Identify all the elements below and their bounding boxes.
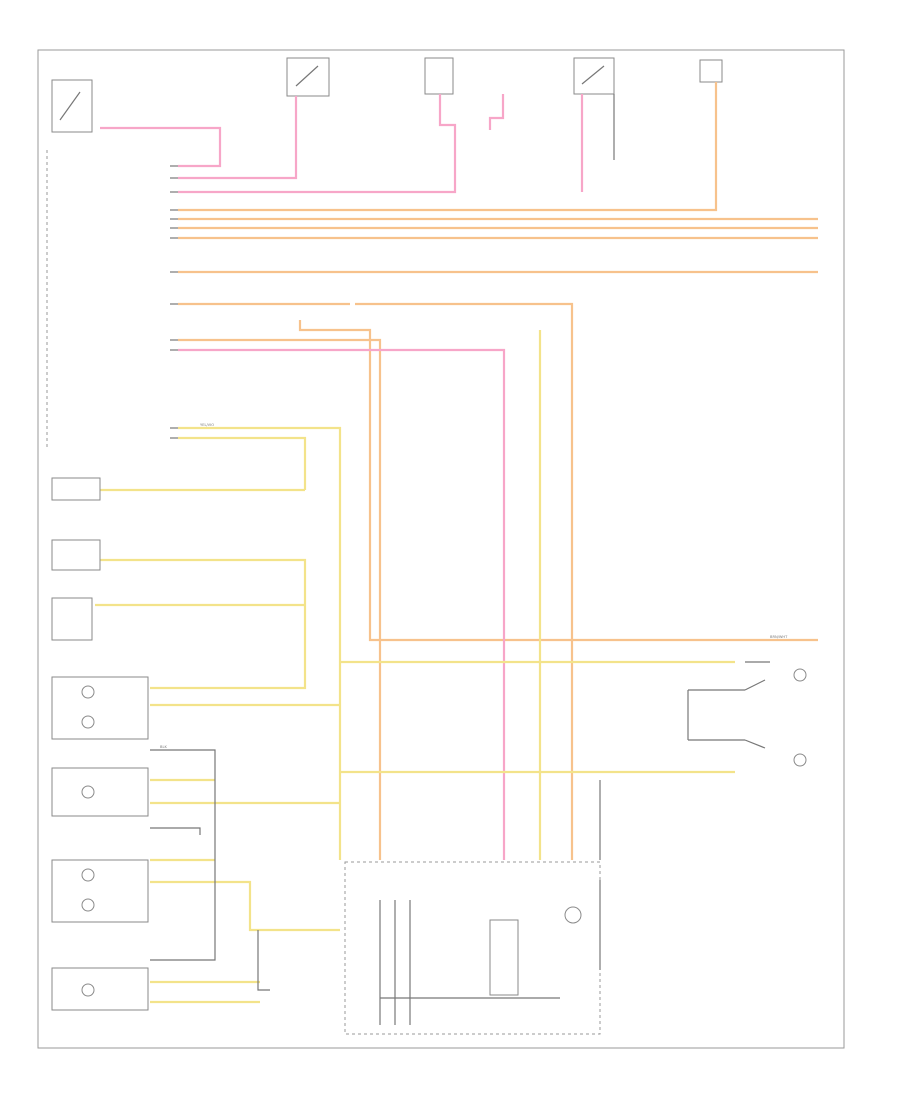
right-switch-1 xyxy=(745,661,807,682)
lamp-2 xyxy=(51,539,101,571)
wire-pink-top-4 xyxy=(488,94,505,130)
lamp-4 xyxy=(51,676,149,740)
top-switch-1 xyxy=(286,57,330,97)
wire-label-yellow: YEL/VIO xyxy=(200,423,214,427)
lamp-1 xyxy=(51,477,101,501)
wire-label-brown: BRN/WHT xyxy=(770,635,788,639)
bottom-module xyxy=(344,861,601,1035)
wire-pink-top-2 xyxy=(178,96,298,180)
top-switch-left xyxy=(51,79,93,133)
wire-pink-top-3 xyxy=(178,94,457,194)
wire-pink-long xyxy=(178,348,506,860)
top-switch-3 xyxy=(573,57,615,95)
right-switch-2 xyxy=(688,679,766,691)
connector-pins xyxy=(170,165,178,439)
diagram-frame xyxy=(37,49,845,1049)
wire-black-1 xyxy=(150,749,216,961)
wire-orange-9 xyxy=(298,320,818,642)
lamp-7 xyxy=(51,967,149,1011)
wire-orange-8 xyxy=(178,338,382,860)
wire-pink-top-1 xyxy=(100,126,222,168)
wire-orange-1 xyxy=(178,82,718,212)
wire-black-2 xyxy=(150,827,201,835)
wire-black-3 xyxy=(257,930,270,991)
wire-yellow-4 xyxy=(100,558,307,690)
top-fuse xyxy=(699,59,723,83)
right-switch-3 xyxy=(688,739,807,767)
wire-yellow-2 xyxy=(178,436,307,490)
top-switch-2 xyxy=(424,57,454,95)
lamp-3 xyxy=(51,597,93,641)
wire-yellow-12 xyxy=(150,880,340,932)
wire-yellow-1 xyxy=(178,426,342,860)
wire-label-black: BLK xyxy=(160,745,167,749)
lamp-6 xyxy=(51,859,149,923)
lamp-5 xyxy=(51,767,149,817)
wire-orange-7 xyxy=(355,302,574,860)
